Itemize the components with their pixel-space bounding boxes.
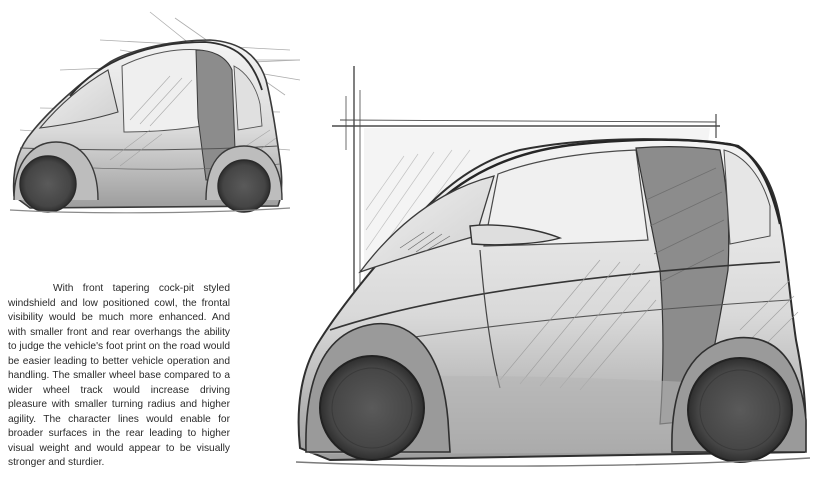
large-car-side-window — [483, 149, 649, 247]
large-car-mirror — [469, 224, 563, 246]
small-car-rear-window — [233, 65, 263, 131]
large-car-rear-window — [723, 149, 771, 245]
small-car-windshield — [38, 69, 119, 129]
large-car-windshield-hatching — [399, 231, 451, 253]
small-car-roofline — [69, 41, 263, 97]
large-car-character-line — [329, 261, 781, 331]
small-car-side-window — [121, 49, 209, 133]
large-car-construction-frame — [332, 66, 720, 320]
large-car-ground-line — [295, 457, 811, 467]
large-car-door-line — [479, 249, 501, 389]
large-car-front-wheel — [319, 355, 425, 461]
large-car-roofline — [429, 138, 782, 225]
small-car-rear-wheel — [217, 159, 271, 213]
large-car-sketch — [295, 66, 811, 467]
small-car-ground-line — [9, 207, 291, 214]
small-car-front-wheel — [19, 155, 77, 213]
small-car-sketch — [9, 11, 301, 214]
large-car-pillar-hatching — [645, 167, 725, 283]
large-car-rear-rim — [699, 369, 781, 451]
large-car-windshield — [358, 175, 495, 274]
description-paragraph: With front tapering cock-pit styled wind… — [8, 283, 230, 468]
large-car-front-rim — [331, 367, 413, 449]
large-car-rear-wheel — [687, 357, 793, 463]
